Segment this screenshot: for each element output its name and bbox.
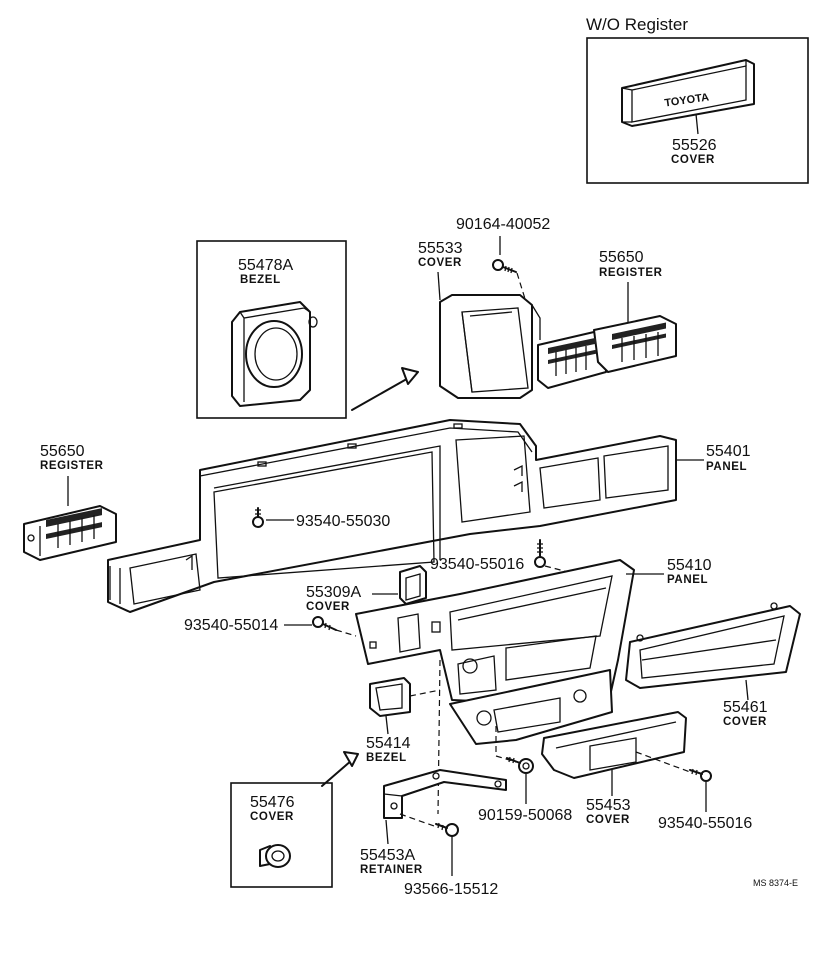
part-no-55650-left: 55650 — [40, 443, 85, 460]
part-no-55309A: 55309A — [306, 584, 361, 601]
part-no-55453A: 55453A — [360, 847, 415, 864]
retainer-55453A-drawing — [383, 769, 507, 819]
leader-55526 — [695, 113, 699, 135]
screw-93540-55016-a — [534, 539, 546, 568]
leader-55453A — [385, 819, 389, 845]
part-name-55461: COVER — [723, 716, 767, 728]
panel-55401-drawing — [107, 419, 677, 613]
cover-55461-drawing — [625, 602, 801, 689]
cover-55476-drawing — [259, 844, 291, 868]
part-name-55526: COVER — [671, 154, 715, 166]
part-no-55401: 55401 — [706, 443, 751, 460]
bezel-55414-drawing — [369, 677, 411, 717]
part-no-55533: 55533 — [418, 240, 463, 257]
part-no-93540-55014: 93540-55014 — [184, 617, 278, 634]
leader-55461 — [745, 679, 749, 701]
part-no-93566-15512: 93566-15512 — [404, 881, 498, 898]
part-name-55401: PANEL — [706, 461, 747, 473]
register-55650-top-drawing — [537, 315, 677, 389]
part-name-55478A: BEZEL — [240, 274, 281, 286]
part-name-55476: COVER — [250, 811, 294, 823]
cover-55526-drawing: TOYOTA — [621, 59, 755, 127]
dash-screw-a — [544, 565, 577, 575]
part-no-55453: 55453 — [586, 797, 631, 814]
drawing-code: MS 8374-E — [753, 878, 798, 888]
leader-55533 — [437, 271, 441, 301]
part-no-55478A: 55478A — [238, 257, 293, 274]
dash-screw-55014 — [335, 629, 357, 637]
cover-55533-drawing — [439, 294, 541, 399]
screw-90159-50068 — [506, 756, 534, 774]
part-no-55461: 55461 — [723, 699, 768, 716]
cover-55453-drawing — [541, 711, 687, 779]
screw-93540-55030 — [252, 507, 264, 528]
part-name-55650-left: REGISTER — [40, 460, 104, 472]
inset-cover-55476-frame — [230, 782, 333, 888]
bezel-55478A-drawing — [231, 301, 318, 407]
part-no-93540-55030: 93540-55030 — [296, 513, 390, 530]
arrow-from-bezel-inset — [351, 375, 413, 411]
variant-header: W/O Register — [586, 15, 688, 34]
part-name-55410: PANEL — [667, 574, 708, 586]
part-no-93540-55016-b: 93540-55016 — [658, 815, 752, 832]
part-no-55526: 55526 — [672, 137, 717, 154]
arrow-head-bezel — [401, 367, 419, 385]
screw-90164-40052 — [492, 259, 517, 274]
part-no-93540-55016-a: 93540-55016 — [430, 556, 524, 573]
part-name-55453: COVER — [586, 814, 630, 826]
screw-93540-55016-b — [689, 768, 712, 782]
dash-retainer-screw — [399, 813, 435, 827]
arrow-from-55476-inset — [321, 759, 353, 787]
screw-93540-55014 — [312, 616, 337, 631]
part-no-55410: 55410 — [667, 557, 712, 574]
part-no-55476: 55476 — [250, 794, 295, 811]
part-name-55453A: RETAINER — [360, 864, 423, 876]
part-no-55650-top: 55650 — [599, 249, 644, 266]
screw-93566-15512 — [435, 822, 459, 837]
leader-55414 — [385, 715, 389, 735]
cover-55309A-drawing — [399, 565, 427, 605]
register-55650-left-drawing — [23, 505, 117, 561]
arrow-head-55476 — [343, 751, 359, 767]
part-name-55414: BEZEL — [366, 752, 407, 764]
part-no-55414: 55414 — [366, 735, 411, 752]
part-no-90159-50068: 90159-50068 — [478, 807, 572, 824]
part-name-55309A: COVER — [306, 601, 350, 613]
panel-55410-lower-drawing — [449, 669, 613, 745]
part-name-55650-top: REGISTER — [599, 267, 663, 279]
dash-bezel-guide — [409, 689, 441, 697]
dash-screw-to-cover — [516, 272, 527, 303]
part-name-55533: COVER — [418, 257, 462, 269]
dash-center-guide — [437, 659, 441, 815]
part-no-90164-40052: 90164-40052 — [456, 216, 550, 233]
